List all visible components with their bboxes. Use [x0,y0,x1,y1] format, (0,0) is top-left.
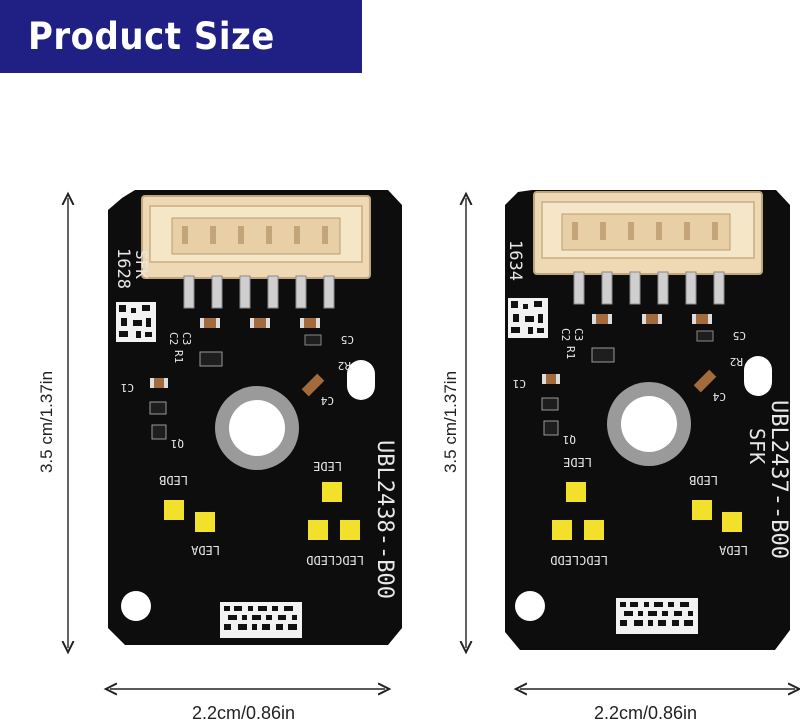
smd-components [541,314,717,436]
left-date-code: 1628 [113,248,133,289]
svg-text:C1: C1 [121,381,134,394]
smd-components [149,318,325,440]
svg-text:C1: C1 [513,377,526,390]
led-pads [552,482,742,540]
svg-text:C3: C3 [572,328,585,341]
mounting-slot [347,360,375,400]
mounting-slot [744,356,772,396]
bottom-barcode [616,598,698,634]
bottom-barcode [220,602,302,638]
svg-text:C5: C5 [341,333,354,346]
svg-text:LEDB: LEDB [689,473,718,487]
right-date-code: 1634 [505,240,525,281]
right-vendor: SFK [745,428,769,464]
datamatrix-code [508,298,548,338]
connector-pins [183,275,335,309]
svg-text:LEDE: LEDE [313,459,342,473]
svg-text:Q1: Q1 [563,433,576,446]
corner-hole [121,591,151,621]
left-part-number: UBL2438--B00 [372,440,397,599]
right-part-number: UBL2437--B00 [766,400,791,559]
svg-text:LEDCLEDD: LEDCLEDD [550,553,608,567]
connector-pins [573,271,725,305]
right-height-label: 3.5 cm/1.37in [441,370,460,474]
svg-text:LEDB: LEDB [159,473,188,487]
led-pads [164,482,360,540]
svg-text:C2: C2 [167,332,180,345]
svg-text:LEDA: LEDA [718,543,748,557]
svg-text:C2: C2 [559,328,572,341]
svg-text:LEDE: LEDE [563,455,592,469]
svg-text:C4: C4 [712,390,726,403]
svg-text:C3: C3 [180,332,193,345]
svg-text:R1: R1 [564,346,577,359]
svg-text:LEDCLEDD: LEDCLEDD [306,553,364,567]
title-banner: Product Size [0,0,362,73]
svg-text:C5: C5 [733,329,746,342]
svg-text:R2: R2 [730,355,743,368]
svg-text:R1: R1 [172,350,185,363]
right-width-label: 2.2cm/0.86in [594,703,698,723]
svg-text:C4: C4 [320,394,334,407]
svg-text:LEDA: LEDA [190,543,220,557]
page-title: Product Size [28,14,275,59]
svg-text:Q1: Q1 [171,437,184,450]
right-board: 1634 UBL2437--B00 SFK C2 C3 R1 C5 R2 C4 … [466,190,795,689]
datamatrix-code [116,302,156,342]
left-width-label: 2.2cm/0.86in [192,703,296,723]
left-board: 1628 SFK UBL2438--B00 C2 C3 R1 C5 R2 C4 … [68,190,402,689]
corner-hole [515,591,545,621]
svg-text:R2: R2 [338,359,351,372]
left-height-label: 3.5 cm/1.37in [37,370,56,474]
left-vendor: SFK [132,250,151,279]
